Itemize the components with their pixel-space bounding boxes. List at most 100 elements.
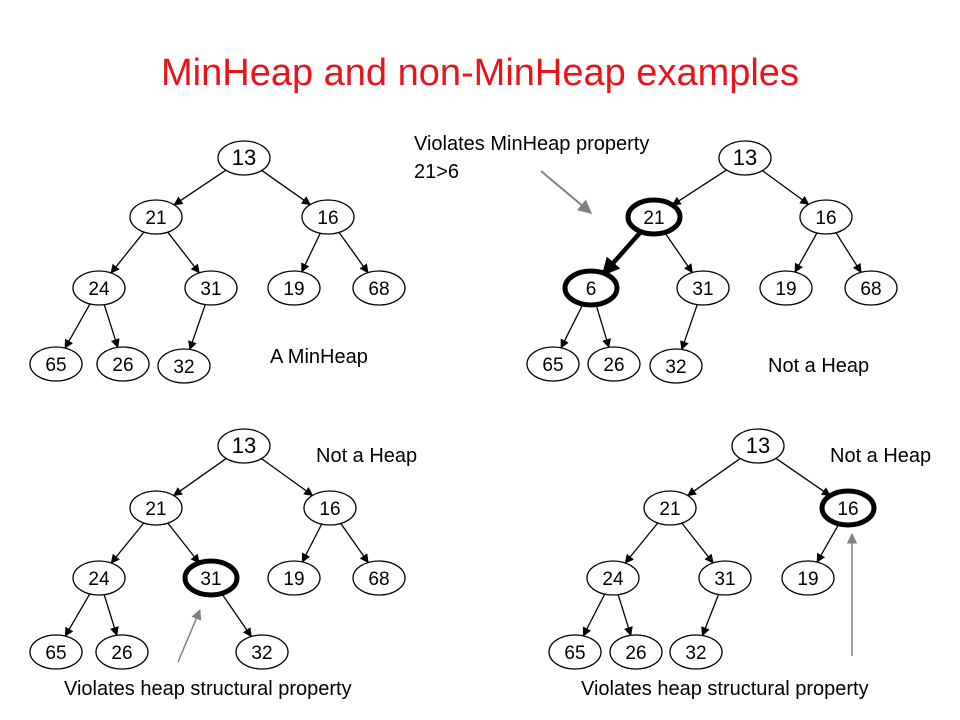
heap-node <box>526 346 580 382</box>
tree-edge <box>601 230 643 276</box>
tree-edge <box>103 594 119 637</box>
heap-node-value: 32 <box>685 643 706 664</box>
heap-node-value: 31 <box>714 569 735 590</box>
tree-edge <box>167 522 200 564</box>
heap-node <box>217 428 271 464</box>
heap-node-value: 26 <box>112 355 133 376</box>
tree-edge <box>671 169 727 206</box>
tree-edge <box>701 594 720 637</box>
tree-edge <box>301 232 321 273</box>
tree-edge <box>172 457 227 497</box>
heap-node-value: 21 <box>145 208 166 229</box>
tree-3: 13 21 16 24 31 19 68 65 26 32 <box>29 428 406 670</box>
heap-node-value: 13 <box>232 433 256 458</box>
tree-edge <box>261 169 312 206</box>
heap-node <box>217 140 271 176</box>
tree-edge <box>338 232 369 274</box>
heap-node-value: 24 <box>88 569 110 590</box>
heap-node-value: 19 <box>797 569 818 590</box>
tree-edge <box>221 593 252 638</box>
label-not-a-heap-4: Not a Heap <box>830 445 932 467</box>
tree-edge <box>775 457 831 497</box>
tree-edge <box>686 457 741 497</box>
tree-edge <box>110 231 145 274</box>
heap-node-value: 21 <box>145 499 166 520</box>
heap-node <box>548 634 602 670</box>
heap-node <box>643 490 697 526</box>
heap-node-value: 16 <box>319 499 340 520</box>
heap-node <box>129 490 183 526</box>
tree-edge <box>582 593 606 637</box>
heap-node <box>609 634 663 670</box>
heap-node-value: 24 <box>88 279 110 300</box>
heap-node-value: 32 <box>173 357 194 378</box>
heap-node-value: 16 <box>837 499 858 520</box>
label-not-a-heap-2: Not a Heap <box>768 355 870 377</box>
heap-node <box>267 270 321 306</box>
heap-node <box>799 199 853 235</box>
heap-node-value: 65 <box>542 355 563 376</box>
label-structural-property-3: Violates heap structural property <box>64 678 352 700</box>
label-a-minheap: A MinHeap <box>270 346 368 368</box>
tree-edge <box>664 232 693 274</box>
heap-node-value: 65 <box>45 355 66 376</box>
heap-node-highlighted <box>625 197 683 237</box>
heap-node <box>72 270 126 306</box>
tree-edge <box>301 523 323 563</box>
tree-edge <box>167 231 200 274</box>
slide-title: MinHeap and non-MinHeap examples <box>161 52 799 94</box>
heap-node <box>95 634 149 670</box>
heap-node-value: 19 <box>283 569 304 590</box>
heap-node <box>96 346 150 382</box>
heap-node-value: 32 <box>251 643 272 664</box>
tree-edge <box>103 304 120 349</box>
tree-edge <box>835 232 862 274</box>
heap-node <box>586 560 640 596</box>
heap-node <box>72 560 126 596</box>
tree-edge <box>560 303 584 349</box>
heap-node <box>303 490 357 526</box>
label-structural-property-4: Violates heap structural property <box>581 678 869 700</box>
heap-node-value: 13 <box>746 433 770 458</box>
heap-node-value: 24 <box>602 569 624 590</box>
tree-edge <box>340 523 369 564</box>
heap-node-value: 65 <box>564 643 585 664</box>
tree-edge <box>595 304 611 349</box>
heap-node-value: 31 <box>200 569 221 590</box>
label-violates-minheap-line2: 21>6 <box>414 161 460 183</box>
pointer-arrow-structural-3 <box>177 609 202 663</box>
heap-node <box>587 346 641 382</box>
heap-node-value: 68 <box>368 569 389 590</box>
heap-node <box>669 634 723 670</box>
heap-node-value: 6 <box>586 279 597 300</box>
heap-node <box>844 270 898 306</box>
heap-node-value: 31 <box>200 279 221 300</box>
heap-node <box>781 560 835 596</box>
heap-node <box>184 270 238 306</box>
tree-edge <box>261 458 314 496</box>
tree-edge <box>680 304 698 351</box>
heap-node-value: 26 <box>111 643 132 664</box>
heap-node <box>718 140 772 176</box>
heap-node-value: 65 <box>45 643 66 664</box>
heap-node-value: 26 <box>603 355 624 376</box>
heap-node <box>267 560 321 596</box>
tree-edge <box>681 522 714 564</box>
heap-node-value: 19 <box>283 279 304 300</box>
tree-edge <box>816 523 840 563</box>
heap-node-highlighted <box>819 488 877 528</box>
pointer-arrow-minheap-violation <box>540 170 593 214</box>
heap-node-value: 19 <box>775 279 796 300</box>
heap-node <box>759 270 813 306</box>
label-violates-minheap-line1: Violates MinHeap property <box>414 133 650 155</box>
heap-node-value: 32 <box>665 357 686 378</box>
heap-node-value: 31 <box>692 279 713 300</box>
label-not-a-heap-3: Not a Heap <box>316 445 418 467</box>
heap-node <box>676 270 730 306</box>
heap-node-value: 21 <box>643 208 664 229</box>
tree-edge <box>64 593 91 637</box>
heap-node <box>235 634 289 670</box>
